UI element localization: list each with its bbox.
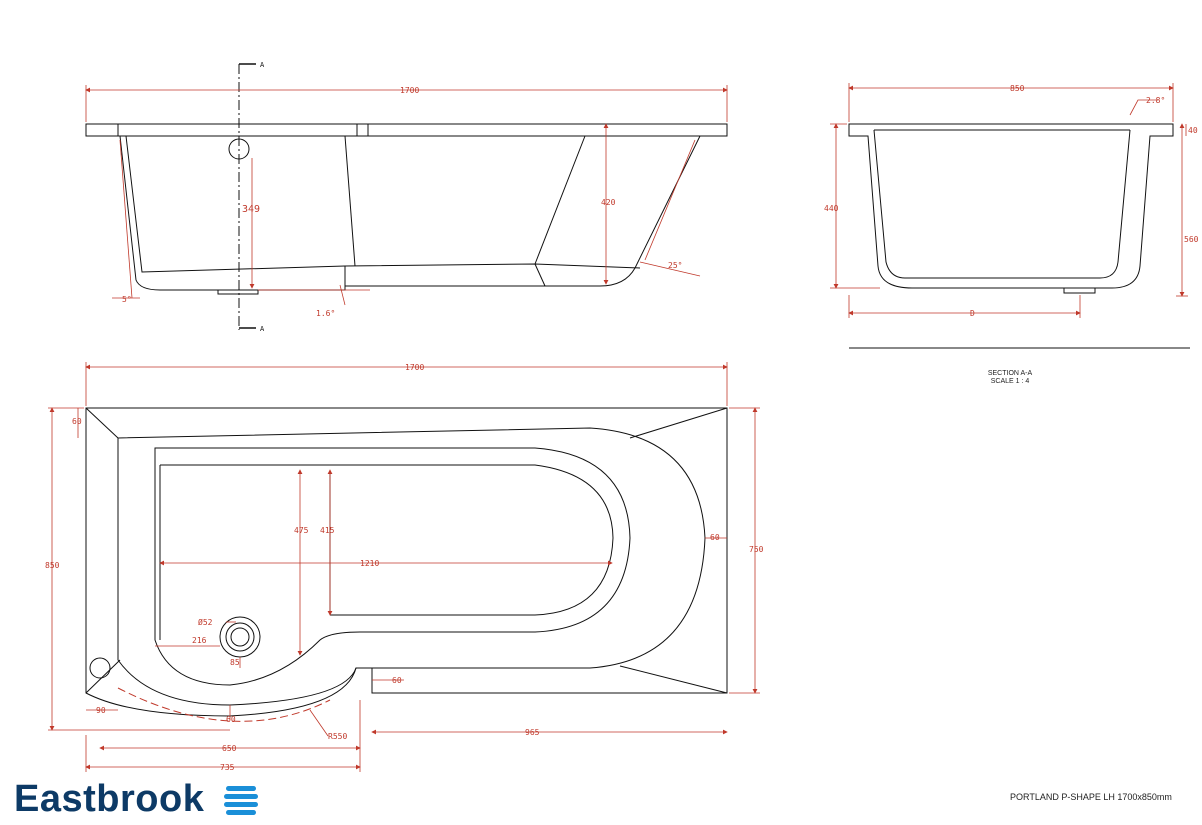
end-angle-label: 2.8° bbox=[1146, 96, 1165, 105]
side-depth-right-label: 420 bbox=[601, 198, 616, 207]
end-rim-label: 40 bbox=[1188, 126, 1198, 135]
end-view-dimensions bbox=[830, 83, 1188, 318]
section-title: SECTION A-A bbox=[987, 370, 1033, 377]
end-view bbox=[848, 123, 1190, 349]
side-view bbox=[85, 63, 728, 330]
plan-inner-length-label: 1210 bbox=[360, 559, 379, 568]
plan-curve-offset-label: 90 bbox=[96, 706, 106, 715]
plan-curve-width-label: 650 bbox=[222, 744, 237, 753]
plan-radius-label: R550 bbox=[328, 732, 347, 741]
plan-inner-width-a-label: 475 bbox=[294, 526, 309, 535]
plan-straight-length-label: 965 bbox=[525, 728, 540, 737]
plan-width-right-label: 750 bbox=[749, 545, 764, 554]
section-scale: SCALE 1 : 4 bbox=[990, 378, 1030, 385]
side-length-label: 1700 bbox=[400, 86, 419, 95]
section-marker-bottom: A bbox=[260, 325, 265, 333]
plan-rim-bottom-label: 60 bbox=[392, 676, 402, 685]
section-title-block: SECTION A-A SCALE 1 : 4 bbox=[980, 370, 1040, 386]
side-depth-left-label: 349 bbox=[242, 204, 260, 215]
end-depth-marker-label: D bbox=[970, 309, 975, 318]
side-angle-end-label: 25° bbox=[668, 261, 682, 270]
plan-curve-total-label: 735 bbox=[220, 763, 235, 772]
product-title: PORTLAND P-SHAPE LH 1700x850mm bbox=[1010, 792, 1172, 802]
plan-view-dimensions bbox=[48, 362, 760, 772]
side-angle-base-label: 1.6° bbox=[316, 309, 335, 318]
plan-curve-rim-label: 60 bbox=[226, 715, 236, 724]
end-width-label: 850 bbox=[1010, 84, 1025, 93]
brand-wave-icon bbox=[224, 786, 258, 816]
plan-width-label: 850 bbox=[45, 561, 60, 570]
plan-rim-left-label: 60 bbox=[72, 417, 82, 426]
section-marker-top: A bbox=[260, 61, 265, 69]
plan-waste-offset-y-label: 85 bbox=[230, 658, 240, 667]
plan-inner-width-b-label: 415 bbox=[320, 526, 335, 535]
end-height-outer-label: 560 bbox=[1184, 235, 1199, 244]
plan-length-label: 1700 bbox=[405, 363, 424, 372]
plan-waste-diameter-label: Ø52 bbox=[198, 617, 213, 627]
end-height-inner-label: 440 bbox=[824, 204, 839, 213]
brand-logo-text: Eastbrook bbox=[14, 778, 205, 820]
side-view-dimensions bbox=[85, 85, 728, 306]
plan-waste-offset-x-label: 216 bbox=[192, 636, 207, 645]
plan-view bbox=[85, 407, 728, 722]
plan-rim-right-label: 60 bbox=[710, 533, 720, 542]
side-angle-left-label: 5° bbox=[122, 295, 132, 304]
